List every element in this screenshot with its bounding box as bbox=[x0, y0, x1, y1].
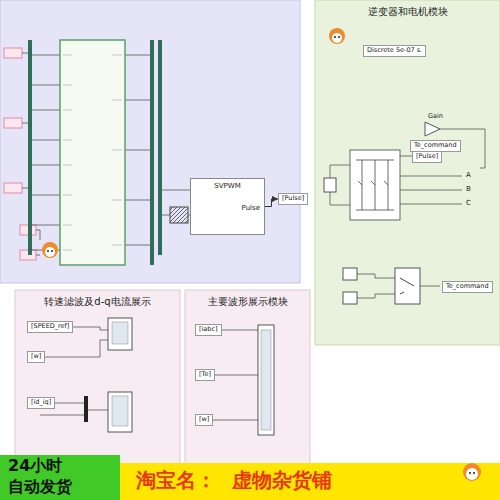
tag-label: [Pulse] bbox=[282, 195, 304, 203]
panel-title: 转速滤波及d-q电流展示 bbox=[15, 296, 180, 308]
goto-tag: [Pulse] bbox=[278, 193, 308, 205]
watermark-text: 24小时 bbox=[8, 457, 62, 475]
from-tag: [w] bbox=[195, 414, 213, 426]
tag-label: Te_command bbox=[414, 142, 457, 150]
from-tag: [Te] bbox=[195, 369, 215, 381]
gain-label: Gain bbox=[428, 113, 443, 120]
phase-label: A bbox=[466, 172, 471, 180]
block-label: SVPWM bbox=[195, 182, 260, 190]
from-tag: [iabc] bbox=[195, 324, 222, 336]
watermark-text: 淘宝名： bbox=[136, 469, 216, 491]
tag-label: [id_iq] bbox=[31, 399, 51, 407]
panel-title: 逆变器和电机模块 bbox=[315, 6, 500, 18]
watermark-text: 自动发货 bbox=[8, 478, 72, 496]
from-tag: [id_iq] bbox=[27, 397, 55, 409]
goto-tag: Te_command bbox=[442, 281, 493, 293]
from-tag: [SPEED_ref] bbox=[27, 321, 73, 333]
inverter-motor-panel: 逆变器和电机模块 Discrete 5e-07 s. Te_command [Puls… bbox=[315, 0, 500, 345]
tag-label: [iabc] bbox=[199, 326, 218, 334]
tag-label: Te_command bbox=[446, 283, 489, 291]
powergui-block: Discrete 5e-07 s. bbox=[363, 45, 426, 57]
svpwm-block: SVPWM Pulse bbox=[190, 178, 265, 235]
panel-title: 主要波形展示模块 bbox=[185, 296, 310, 308]
watermark-text: 虚物杂货铺 bbox=[232, 469, 332, 491]
phase-label: C bbox=[466, 200, 471, 208]
tag-label: [Te] bbox=[199, 371, 211, 379]
from-tag: [Pulse] bbox=[412, 151, 442, 163]
tag-label: [SPEED_ref] bbox=[31, 323, 69, 331]
tag-label: [w] bbox=[199, 416, 209, 424]
tag-label: Discrete 5e-07 s. bbox=[367, 47, 422, 55]
tag-label: [w] bbox=[31, 353, 41, 361]
block-label: Pulse bbox=[195, 204, 260, 212]
from-tag: [w] bbox=[27, 351, 45, 363]
signal-wire bbox=[265, 199, 278, 207]
tag-label: [Pulse] bbox=[416, 153, 438, 161]
phase-label: B bbox=[466, 186, 471, 194]
waveform-panel: 主要波形展示模块 [iabc] [Te] [w] bbox=[185, 290, 310, 475]
speed-current-panel: 转速滤波及d-q电流展示 [SPEED_ref] [w] [id_iq] bbox=[15, 290, 180, 475]
